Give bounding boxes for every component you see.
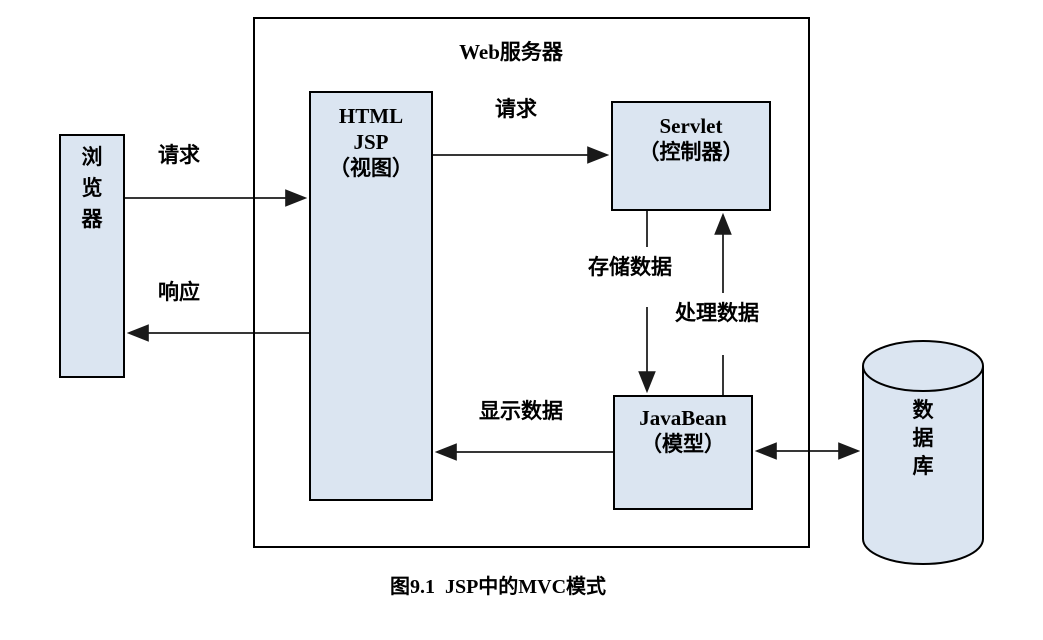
node-model: JavaBean （模型） — [613, 395, 753, 510]
node-browser: 浏览器 — [59, 134, 125, 378]
node-view-line2: JSP — [353, 130, 389, 154]
node-controller-line1: Servlet — [659, 114, 723, 138]
node-controller-line2: （控制器） — [638, 140, 744, 164]
node-browser-label: 浏览器 — [81, 145, 103, 231]
node-model-line2: （模型） — [641, 432, 725, 456]
edge-label-process-data: 处理数据 — [672, 303, 762, 324]
edge-label-request-browser: 请求 — [158, 143, 200, 167]
database-cylinder-top — [862, 340, 984, 392]
web-server-label: Web服务器 — [459, 40, 563, 64]
edge-label-response: 响应 — [158, 280, 200, 304]
figure-caption: 图9.1 JSP中的MVC模式 — [389, 576, 607, 598]
node-view-line1: HTML — [338, 104, 404, 128]
node-view-line3: （视图） — [329, 156, 413, 180]
node-view: HTML JSP （视图） — [309, 91, 433, 501]
web-server-container — [253, 17, 810, 548]
node-controller: Servlet （控制器） — [611, 101, 771, 211]
edge-label-store-data: 存储数据 — [585, 257, 675, 278]
database-label: 数据库 — [912, 398, 934, 478]
node-model-line1: JavaBean — [639, 406, 727, 430]
edge-label-request-view: 请求 — [495, 97, 537, 121]
edge-label-display-data: 显示数据 — [479, 399, 563, 423]
